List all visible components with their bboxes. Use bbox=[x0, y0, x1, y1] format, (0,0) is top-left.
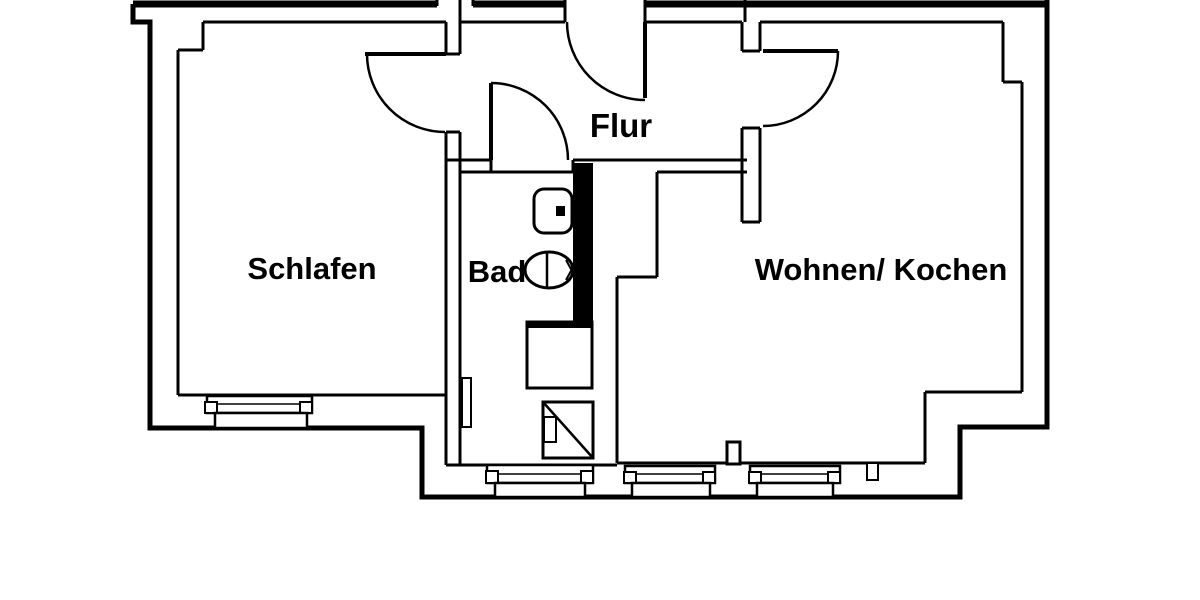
sink-icon bbox=[523, 250, 578, 290]
schlafen-door-arc bbox=[365, 53, 446, 134]
wohnen-window-right bbox=[748, 464, 842, 499]
room-labels: Schlafen Bad Flur Wohnen/ Kochen bbox=[247, 107, 1007, 289]
wohnen-door-arc bbox=[762, 50, 840, 128]
room-label-schlafen: Schlafen bbox=[247, 251, 376, 286]
toilet-icon bbox=[532, 187, 574, 235]
exterior-walls bbox=[130, 0, 1050, 500]
room-label-wohnen-kochen: Wohnen/ Kochen bbox=[755, 252, 1008, 287]
washing-machine-icon bbox=[525, 320, 594, 390]
schlafen-door bbox=[365, 52, 446, 134]
radiator-icon bbox=[461, 377, 472, 428]
windows bbox=[204, 394, 879, 499]
entrance-door bbox=[565, 21, 647, 102]
doors bbox=[365, 21, 840, 161]
room-label-bad: Bad bbox=[468, 254, 527, 289]
wohnen-window-left bbox=[623, 464, 717, 499]
bad-door bbox=[489, 81, 570, 161]
schlafen-window bbox=[204, 394, 314, 430]
wall-end-block bbox=[866, 462, 879, 481]
installation-shaft bbox=[573, 163, 593, 322]
entrance-door-arc bbox=[565, 21, 646, 102]
window-mullion bbox=[725, 440, 742, 466]
wohnen-door bbox=[762, 49, 840, 128]
bad-door-arc bbox=[490, 81, 570, 161]
room-label-flur: Flur bbox=[590, 107, 652, 144]
bad-window bbox=[485, 463, 595, 499]
bad-fixtures bbox=[461, 163, 595, 460]
shower-icon bbox=[541, 400, 595, 460]
